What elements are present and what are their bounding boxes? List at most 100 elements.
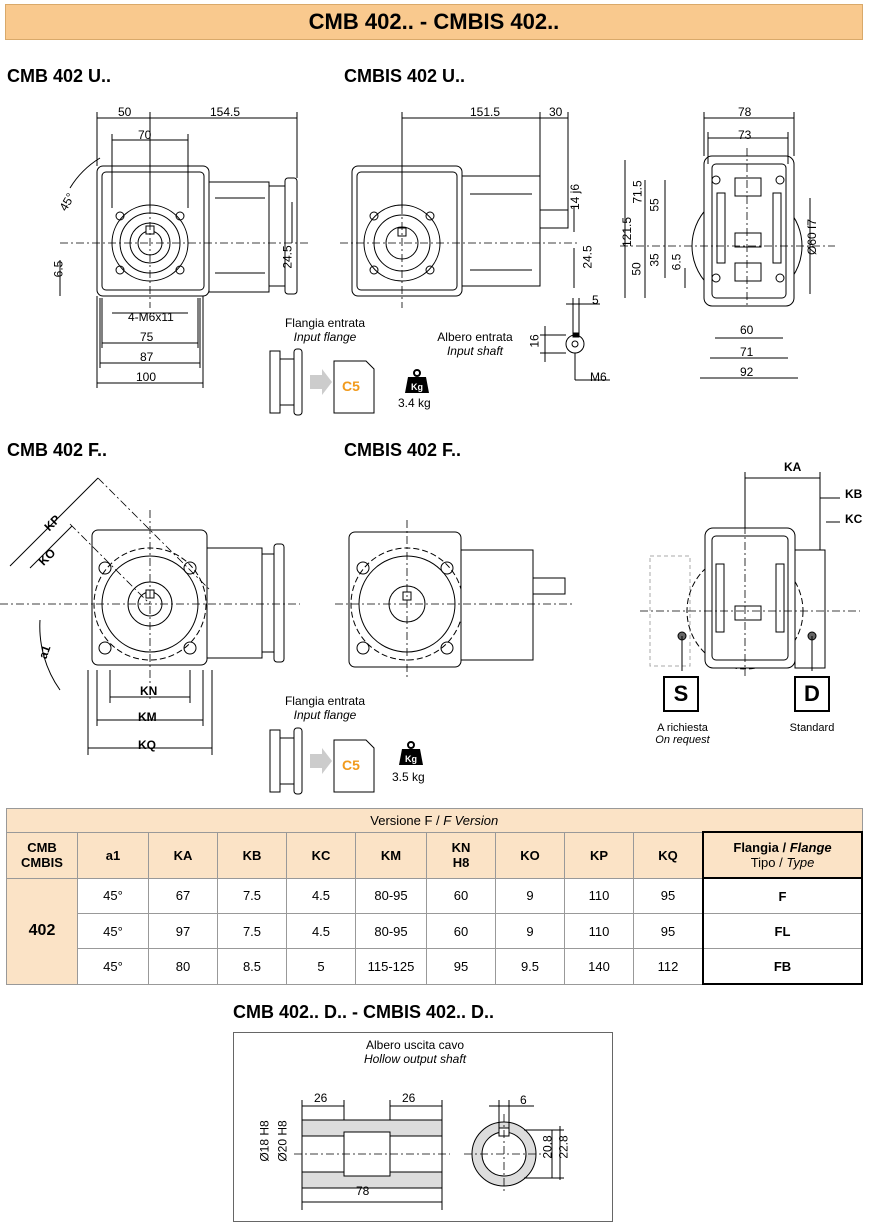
table-cell: 9.5 — [495, 948, 565, 985]
table-cell-flange: F — [702, 877, 863, 914]
weight1-icon: Kg — [405, 369, 429, 393]
col-header-ko: KO — [495, 831, 565, 879]
weight2-value: 3.5 kg — [392, 770, 425, 784]
option-s-label-en: On request — [655, 734, 710, 746]
dim-20-h8: Ø20 H8 — [275, 1120, 290, 1162]
table-cell: 45° — [77, 877, 149, 914]
dim-22-8: 22.8 — [556, 1135, 571, 1159]
table-cell-flange: FB — [702, 948, 863, 985]
flange2-label-it: Flangia entrata — [284, 694, 366, 708]
col-header-kc: KC — [286, 831, 356, 879]
flange-sub-en: Type — [786, 855, 815, 870]
table-version-header: Versione F / F Version — [6, 808, 863, 833]
section-title-cmb-u: CMB 402 U.. — [7, 66, 112, 86]
table-cell: 67 — [148, 877, 218, 914]
col-header-model: CMB CMBIS — [6, 831, 78, 879]
dim-m6: M6 — [590, 370, 607, 384]
table-row: 402 45° 67 7.5 4.5 80-95 60 9 110 95 F — [6, 877, 863, 985]
flange1-caption: Flangia entrata Input flange — [270, 316, 380, 344]
dim-14-j6: 14 j6 — [568, 183, 583, 211]
input-shaft-drawing — [540, 298, 610, 381]
dim-24-5-b: 24.5 — [580, 245, 595, 269]
dim-100: 100 — [136, 370, 157, 384]
table-cell: 80-95 — [355, 913, 427, 949]
table-cell: 9 — [495, 877, 565, 914]
flange1-code: C5 — [342, 378, 360, 394]
dim-71: 71 — [740, 345, 754, 359]
table-cell: 60 — [426, 913, 496, 949]
table-cell: 7.5 — [217, 877, 287, 914]
input-shaft-label-en: Input shaft — [446, 344, 504, 358]
col-header-kq: KQ — [633, 831, 704, 879]
table-cell: 80-95 — [355, 877, 427, 914]
weight1-kg: Kg — [411, 382, 423, 392]
side-f-drawing — [640, 472, 860, 676]
dim-55: 55 — [647, 198, 662, 212]
flange1-drawing: C5 — [269, 348, 375, 416]
col-header-a1: a1 — [77, 831, 149, 879]
dim-5: 5 — [592, 293, 599, 307]
table-cell: 9 — [495, 913, 565, 949]
dim-6-5-b: 6.5 — [669, 253, 684, 271]
section-title-cmbis-u: CMBIS 402 U.. — [344, 66, 466, 86]
table-cell: 45° — [77, 913, 149, 949]
hollow-label-it: Albero uscita cavo — [365, 1038, 465, 1052]
dim-60: 60 — [740, 323, 754, 337]
cmb-u-drawing — [59, 112, 310, 388]
option-d-box: D — [794, 676, 830, 712]
hollow-caption: Albero uscita cavo Hollow output shaft — [340, 1038, 490, 1066]
dim-26-a: 26 — [314, 1091, 328, 1105]
table-cell: 95 — [426, 948, 496, 985]
dim-kq: KQ — [138, 738, 156, 752]
dim-kn: KN — [140, 684, 158, 698]
dim-87: 87 — [140, 350, 154, 364]
dim-20-8: 20.8 — [540, 1135, 555, 1159]
side-view-drawing — [620, 112, 835, 379]
section-title-cmb-f: CMB 402 F.. — [7, 440, 108, 460]
table-cell: 110 — [564, 877, 634, 914]
option-s-caption: A richiesta On request — [640, 722, 725, 746]
dim-30: 30 — [549, 105, 563, 119]
version-label-it: Versione F / — [370, 812, 444, 828]
dim-ka: KA — [784, 460, 802, 474]
flange1-label-it: Flangia entrata — [284, 316, 366, 330]
dim-kb: KB — [845, 487, 863, 501]
page-title: CMB 402.. - CMBIS 402.. — [5, 4, 863, 40]
version-f-table: Versione F / F Version CMB CMBIS a1 KA K… — [6, 808, 863, 985]
flange-head-it: Flangia / — [733, 840, 790, 855]
model-cell: 402 — [6, 877, 78, 985]
dim-35: 35 — [647, 253, 662, 267]
input-shaft-caption: Albero entrata Input shaft — [420, 330, 530, 358]
dim-92: 92 — [740, 365, 754, 379]
flange-sub-it: Tipo / — [750, 855, 787, 870]
dim-78: 78 — [738, 105, 752, 119]
dim-6-5: 6.5 — [51, 260, 66, 278]
dim-121-5: 121.5 — [620, 216, 635, 248]
option-s-box: S — [663, 676, 699, 712]
weight2-icon: Kg — [399, 741, 423, 765]
flange2-caption: Flangia entrata Input flange — [270, 694, 380, 722]
col-header-flange: Flangia / Flange Tipo / Type — [702, 831, 863, 879]
table-cell: 7.5 — [217, 913, 287, 949]
flange2-code: C5 — [342, 757, 360, 773]
table-cell: 5 — [286, 948, 356, 985]
table-cell: 8.5 — [217, 948, 287, 985]
cmbis-f-drawing — [335, 520, 575, 680]
table-cell: 45° — [77, 948, 149, 985]
dim-70: 70 — [138, 128, 152, 142]
weight1-value: 3.4 kg — [398, 396, 431, 410]
dim-75: 75 — [140, 330, 154, 344]
col-header-ka: KA — [148, 831, 218, 879]
dim-71-5: 71.5 — [630, 180, 645, 204]
hollow-shaft-panel — [233, 1032, 613, 1222]
dim-50-b: 50 — [629, 262, 644, 276]
flange2-label-en: Input flange — [293, 708, 357, 722]
table-cell: 60 — [426, 877, 496, 914]
flange-head-en: Flange — [789, 840, 832, 855]
col-header-km: KM — [355, 831, 427, 879]
dim-thread: 4-M6x11 — [128, 310, 174, 324]
dim-73: 73 — [738, 128, 752, 142]
hollow-shaft-drawing — [294, 1100, 564, 1210]
section-title-cmbis-f: CMBIS 402 F.. — [344, 440, 462, 460]
table-cell: 95 — [633, 913, 704, 949]
